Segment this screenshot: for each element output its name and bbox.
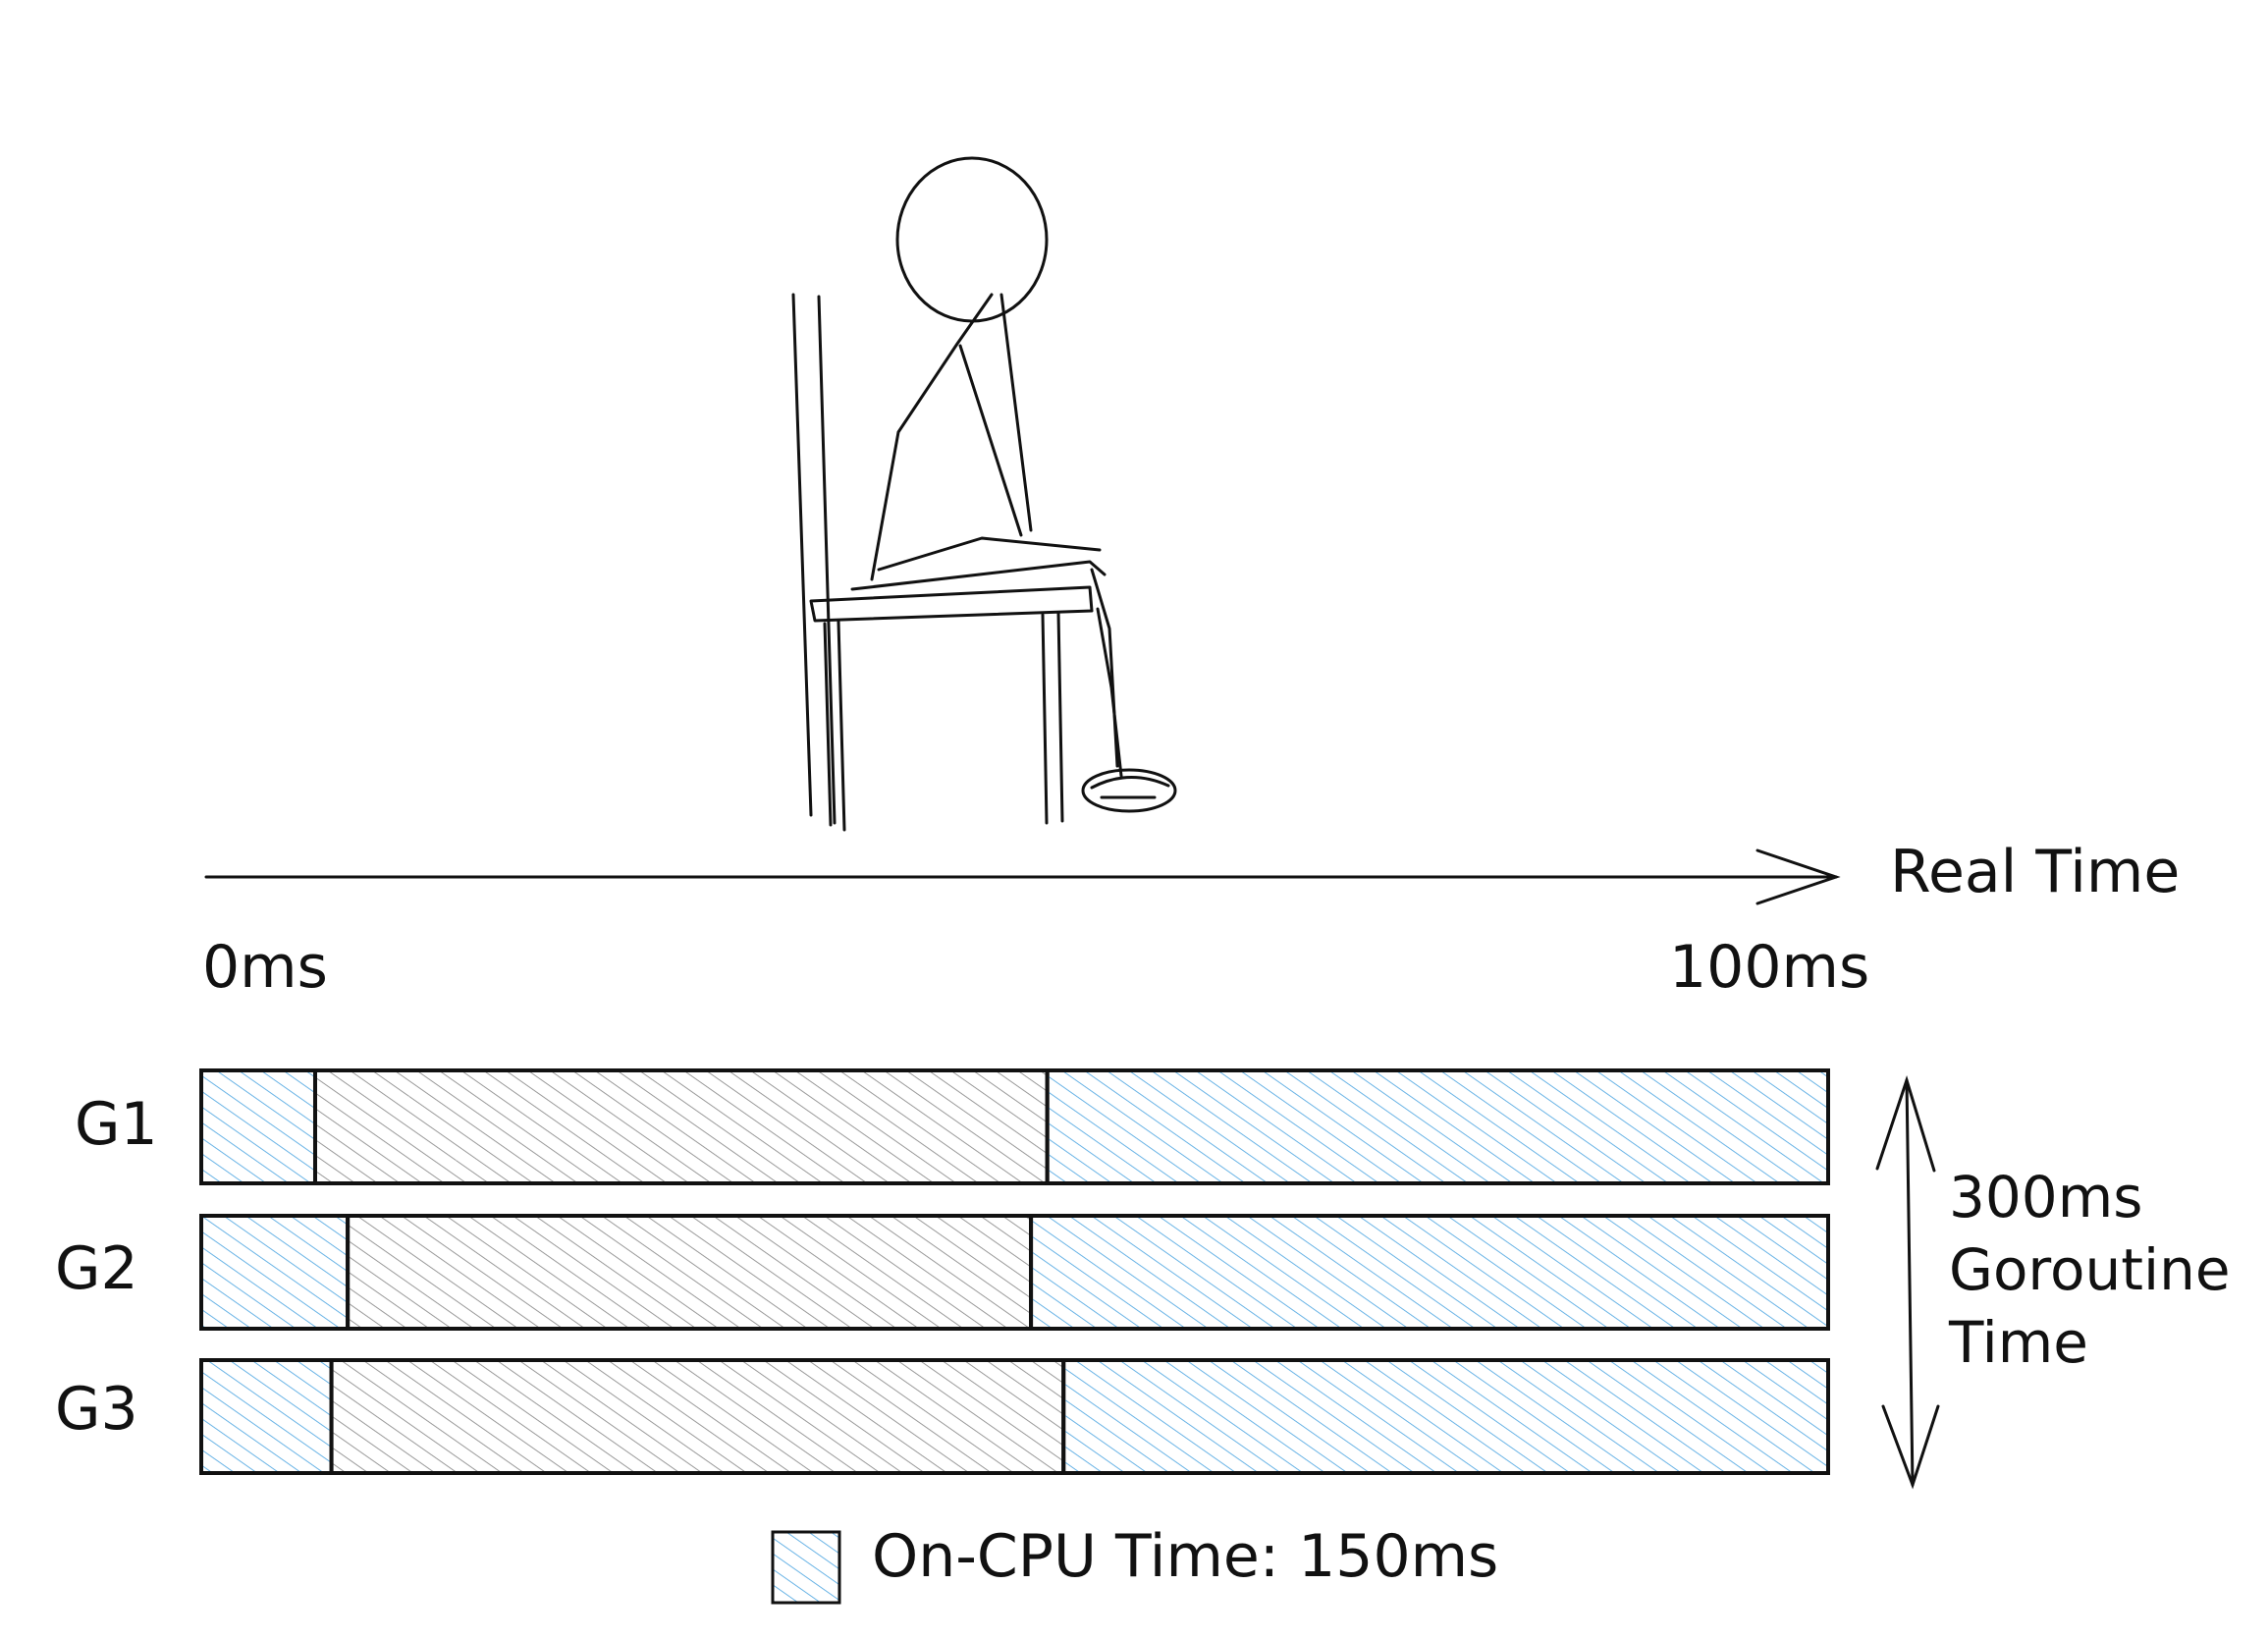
row-label-g1: G1 [75,1090,158,1159]
timeline-row-g1 [199,1068,1830,1185]
axis-start-label: 0ms [202,933,328,1002]
on-cpu-segment-g1-1 [199,1068,317,1185]
on-cpu-segment-g1-3 [1045,1068,1830,1185]
person-on-chair-illustration [791,156,1177,832]
axis-title: Real Time [1890,838,2181,906]
on-cpu-segment-g2-1 [199,1214,351,1331]
legend-swatch [771,1530,841,1605]
real-time-axis [204,848,1841,905]
timeline-row-g2 [199,1214,1830,1331]
goroutine-rows [199,1068,1830,1475]
row-label-g2: G2 [55,1234,138,1303]
total-time-value: 300ms [1949,1164,2143,1230]
total-time-double-arrow [1875,1075,1940,1490]
on-cpu-segment-g2-3 [1029,1214,1830,1331]
total-time-unit: Goroutine [1949,1236,2231,1304]
on-cpu-segment-g3-1 [199,1358,334,1475]
axis-arrowhead [1755,848,1841,905]
off-cpu-segment-g2-2 [346,1214,1034,1331]
total-time-word: Time [1949,1309,2088,1377]
axis-end-label: 100ms [1669,933,1870,1002]
row-label-g3: G3 [55,1375,138,1444]
on-cpu-segment-g3-3 [1061,1358,1830,1475]
timeline-row-g3 [199,1358,1830,1475]
off-cpu-segment-g3-2 [329,1358,1066,1475]
total-time-label: 300ms Goroutine Time [1949,1161,2231,1380]
legend-label: On-CPU Time: 150ms [872,1522,1499,1591]
off-cpu-segment-g1-2 [312,1068,1050,1185]
